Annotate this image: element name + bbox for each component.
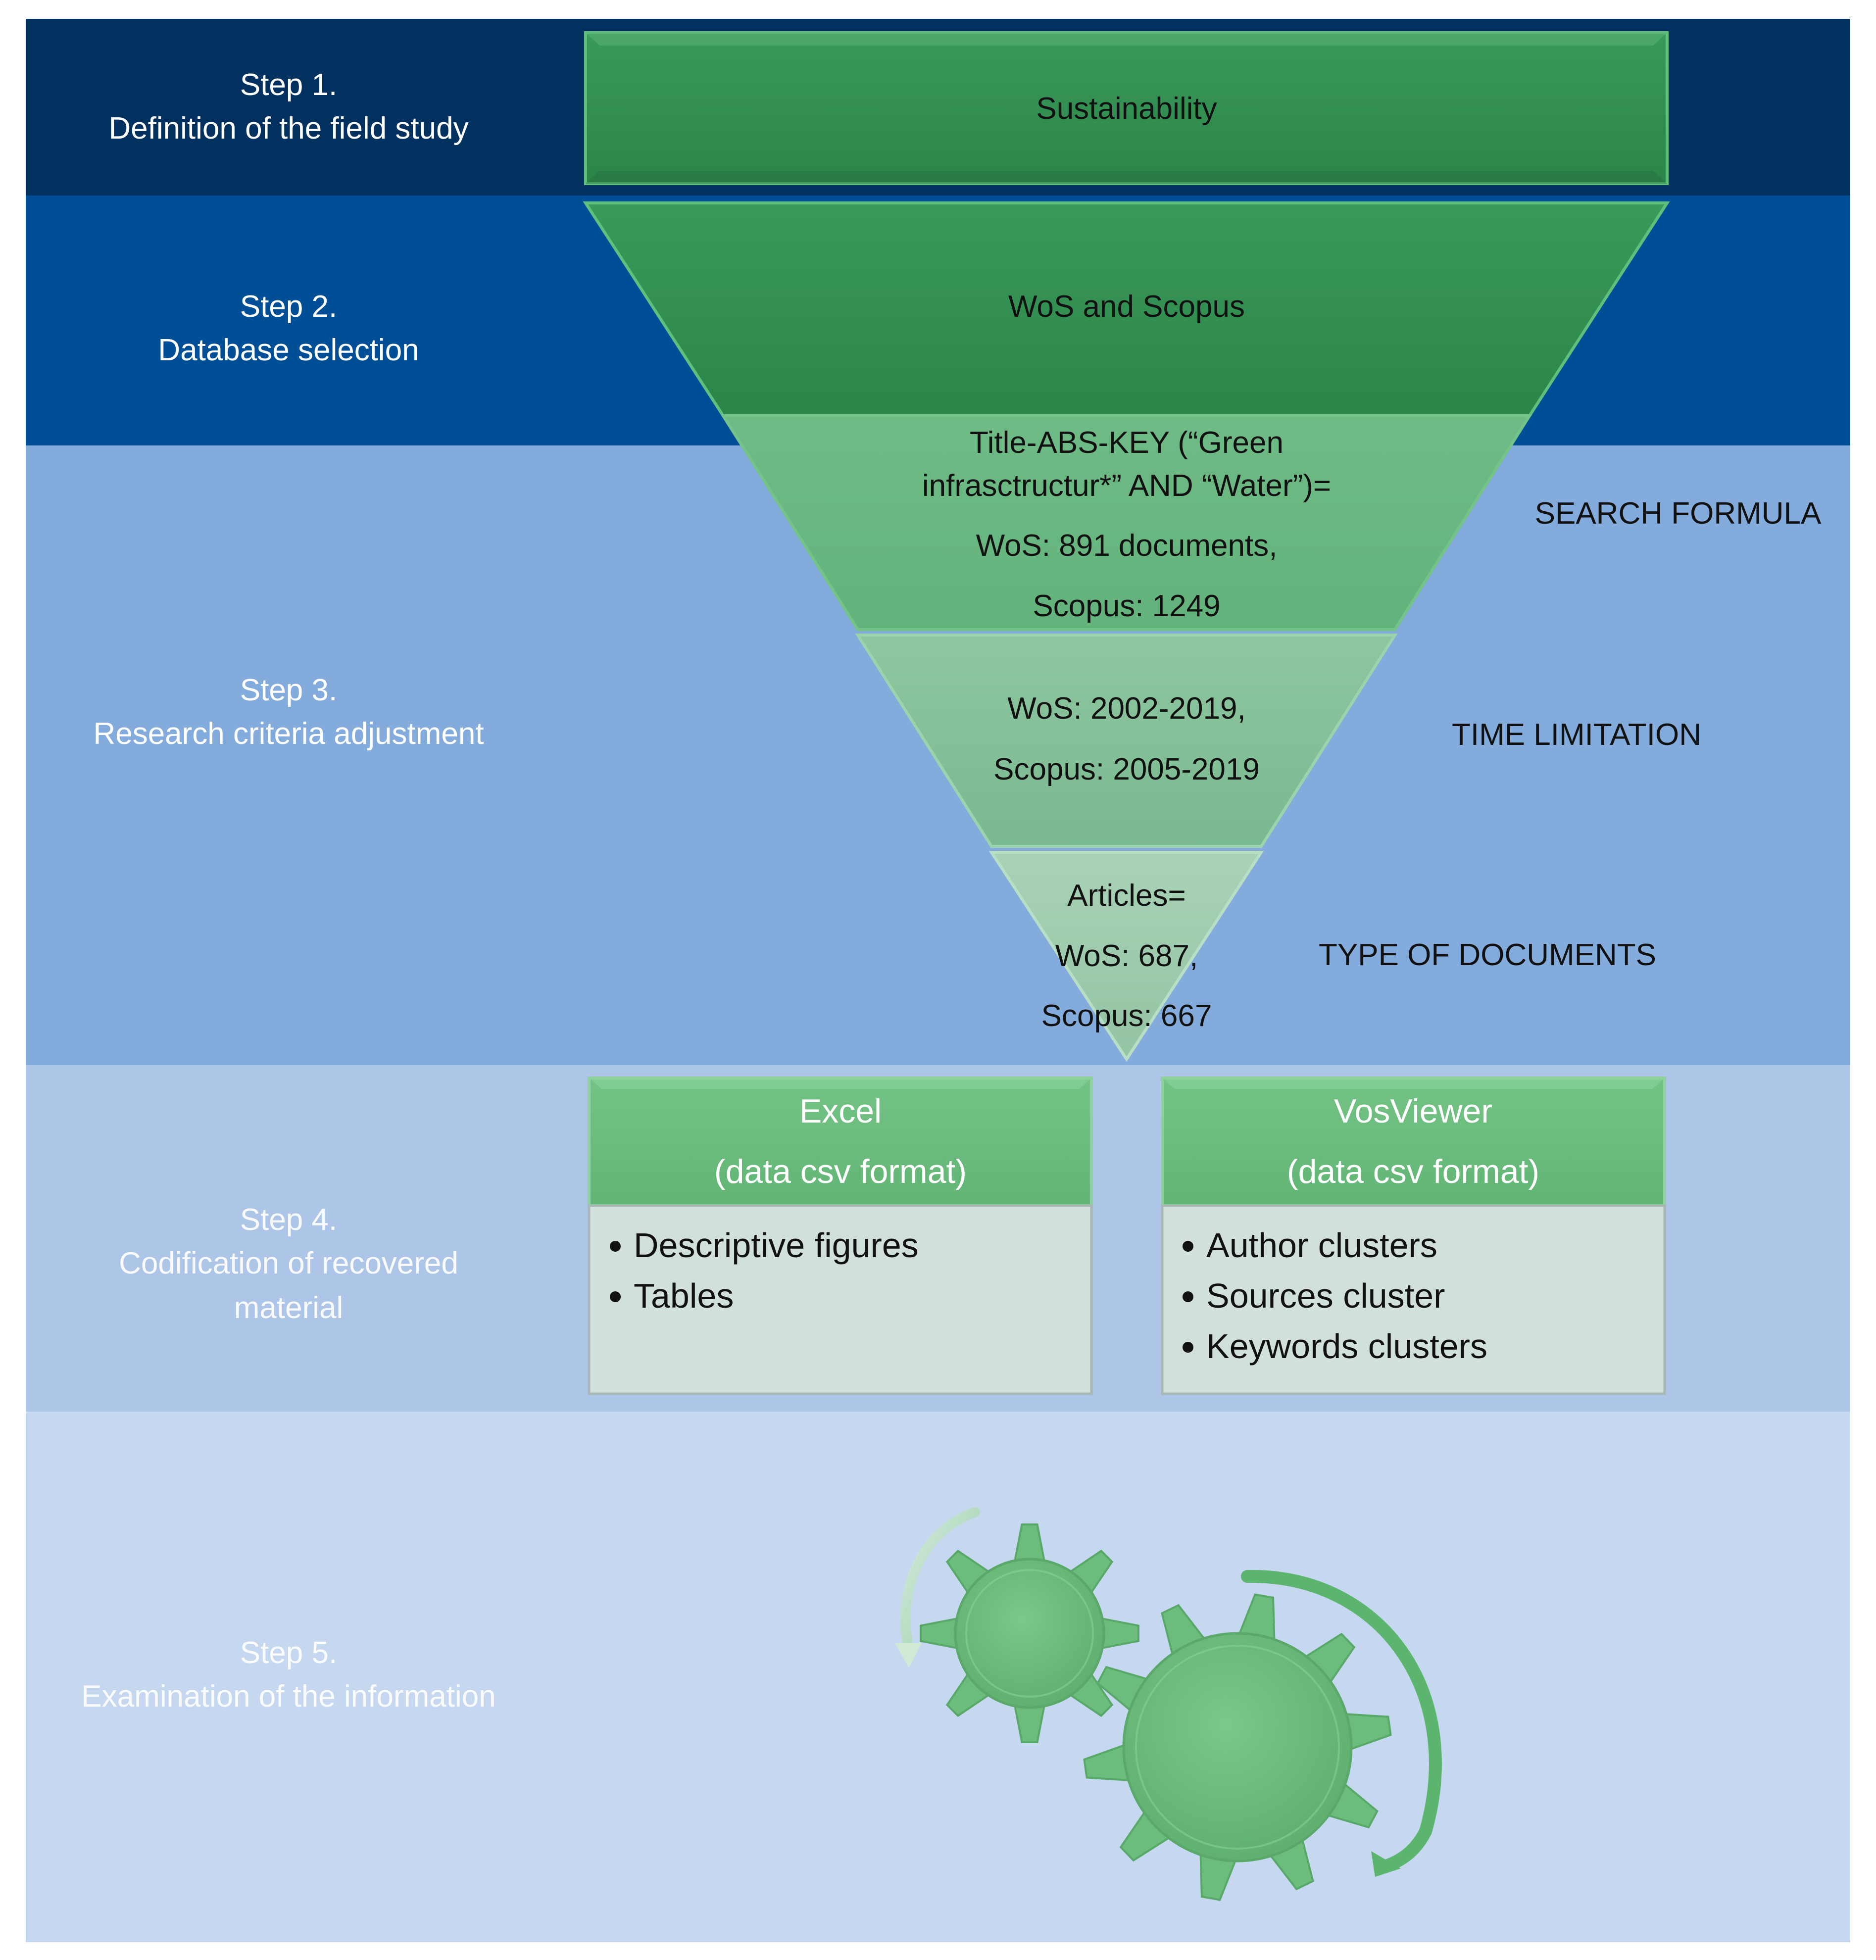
svg-text:Examination of the information: Examination of the information [81,1679,495,1714]
step-2-label: Step 2. Database selection [158,290,419,367]
svg-text:Articles=: Articles= [1067,879,1185,913]
rotation-arrow-icon [1241,1569,1442,1877]
svg-text:VosViewer: VosViewer [1334,1092,1492,1130]
funnel-top-box: Sustainability [584,31,1669,185]
funnel-level-type: Articles= WoS: 687, Scopus: 667 [988,851,1264,1062]
svg-text:Excel: Excel [799,1092,882,1130]
step-1-label: Step 1. Definition of the field study [108,68,468,146]
svg-text:Step 5.: Step 5. [240,1636,337,1670]
svg-text:Step 2.: Step 2. [240,290,337,324]
bullet-icon [610,1241,621,1252]
funnel-level-search: Title-ABS-KEY (“Green infrasctructur*” A… [720,414,1532,631]
bullet-icon [610,1291,621,1302]
gear-icon-small [920,1523,1139,1743]
step-3-label: Step 3. Research criteria adjustment [93,673,484,751]
bullet-icon [1183,1241,1193,1252]
note-type-of-documents: TYPE OF DOCUMENTS [1319,938,1656,972]
svg-text:Title-ABS-KEY (“Green: Title-ABS-KEY (“Green [970,426,1284,460]
step-4-label: Step 4. Codification of recovered materi… [119,1203,458,1325]
svg-text:material: material [234,1291,344,1325]
svg-text:Scopus: 667: Scopus: 667 [1041,999,1212,1033]
svg-text:Database selection: Database selection [158,333,419,367]
svg-text:infrasctructur*” AND “Water”)=: infrasctructur*” AND “Water”)= [922,469,1331,503]
tool-box-vosviewer: VosViewer (data csv format) Author clust… [1161,1077,1666,1395]
svg-text:Step 1.: Step 1. [240,68,337,102]
note-time-limitation: TIME LIMITATION [1452,718,1701,752]
gear-icon-large [1083,1593,1392,1901]
svg-text:(data csv format): (data csv format) [1287,1153,1539,1190]
band-step5 [26,1412,1850,1942]
svg-text:Scopus: 1249: Scopus: 1249 [1033,589,1220,623]
svg-text:Keywords clusters: Keywords clusters [1206,1327,1487,1366]
svg-text:Sustainability: Sustainability [1036,92,1217,126]
svg-text:Codification of recovered: Codification of recovered [119,1246,458,1280]
svg-text:Descriptive figures: Descriptive figures [634,1226,919,1265]
svg-text:WoS: 687,: WoS: 687, [1055,939,1198,973]
rotation-arrow-icon [895,1507,980,1668]
tool-box-excel: Excel (data csv format) Descriptive figu… [588,1077,1093,1395]
svg-text:Sources cluster: Sources cluster [1206,1276,1445,1315]
svg-text:Step 4.: Step 4. [240,1203,337,1237]
svg-text:WoS: 891 documents,: WoS: 891 documents, [976,529,1278,563]
svg-text:Tables: Tables [634,1276,734,1315]
funnel-level-time: WoS: 2002-2019, Scopus: 2005-2019 [855,634,1398,848]
bullet-icon [1183,1291,1193,1302]
svg-text:Definition of the field study: Definition of the field study [108,111,468,146]
step-5-label: Step 5. Examination of the information [81,1636,495,1714]
note-search-formula: SEARCH FORMULA [1535,496,1822,531]
bullet-icon [1183,1342,1193,1353]
svg-text:Step 3.: Step 3. [240,673,337,707]
svg-text:(data csv format): (data csv format) [714,1153,967,1190]
svg-text:WoS: 2002-2019,: WoS: 2002-2019, [1007,691,1245,726]
svg-text:Author clusters: Author clusters [1206,1226,1437,1265]
svg-text:Research criteria adjustment: Research criteria adjustment [93,717,484,751]
funnel-level-database: WoS and Scopus [583,201,1670,417]
svg-text:WoS and Scopus: WoS and Scopus [1008,290,1245,324]
svg-text:Scopus: 2005-2019: Scopus: 2005-2019 [993,752,1260,786]
